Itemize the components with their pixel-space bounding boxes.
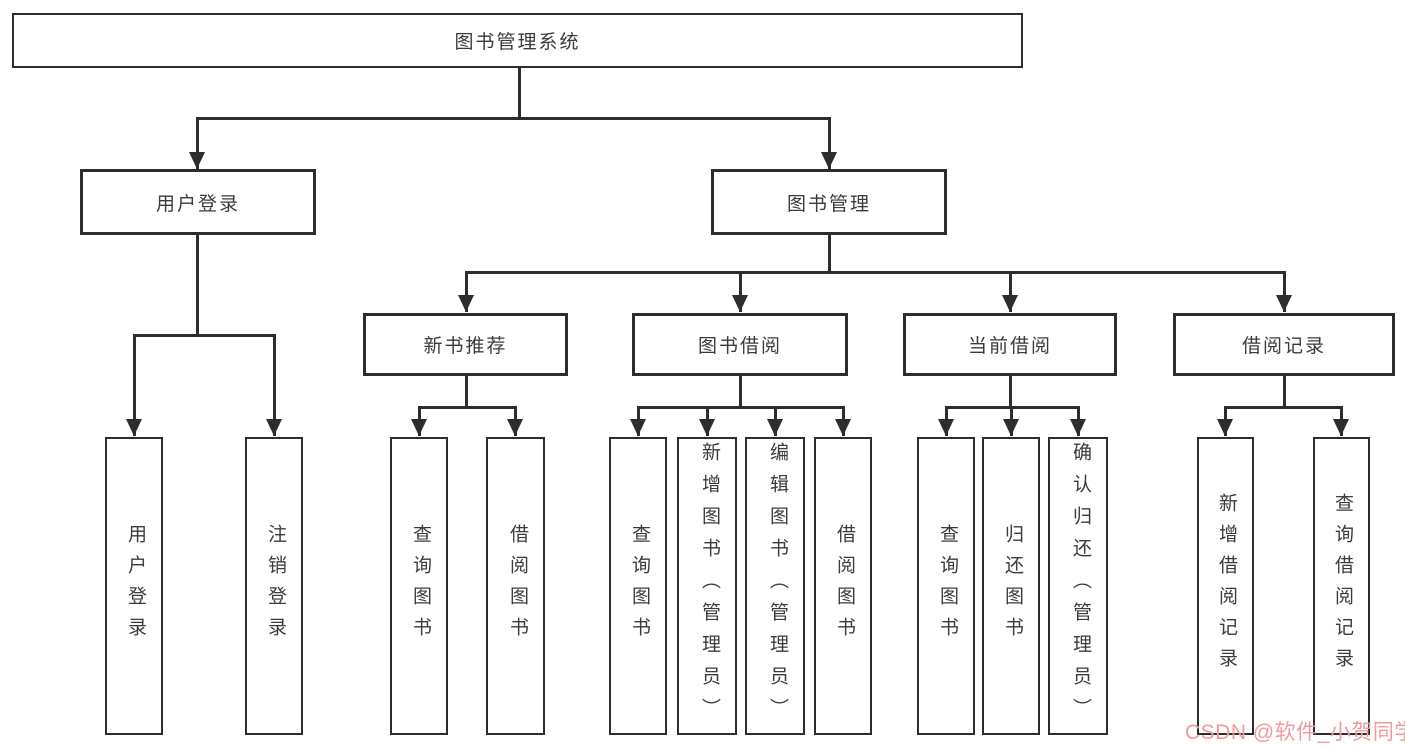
node-root: 图书管理系统 bbox=[12, 13, 1023, 68]
connector-line bbox=[518, 67, 521, 119]
node-leaf-bb-borrow-books: 借阅图书 bbox=[814, 437, 872, 735]
node-leaf-br-query-record: 查询借阅记录 bbox=[1313, 437, 1370, 735]
node-leaf-cb-query-books: 查询图书 bbox=[917, 437, 975, 735]
node-leaf-br-add-record: 新增借阅记录 bbox=[1197, 437, 1254, 735]
connector-line bbox=[945, 406, 1080, 409]
node-leaf-nb-query-books: 查询图书 bbox=[390, 437, 448, 735]
arrow-down-icon bbox=[1333, 419, 1349, 436]
connector-line bbox=[1224, 406, 1342, 409]
arrow-down-icon bbox=[189, 152, 205, 169]
node-leaf-user-login: 用户登录 bbox=[105, 437, 163, 735]
node-new-book-recommend: 新书推荐 bbox=[363, 313, 568, 376]
node-leaf-nb-borrow-books: 借阅图书 bbox=[486, 437, 545, 735]
arrow-down-icon bbox=[732, 295, 748, 312]
node-leaf-bb-query-books: 查询图书 bbox=[609, 437, 667, 735]
connector-line bbox=[828, 234, 831, 273]
node-leaf-logout: 注销登录 bbox=[245, 437, 303, 735]
connector-line bbox=[465, 271, 1285, 274]
connector-line bbox=[133, 334, 275, 337]
node-user-login: 用户登录 bbox=[80, 169, 316, 235]
node-borrow-records: 借阅记录 bbox=[1173, 313, 1395, 376]
arrow-down-icon bbox=[630, 419, 646, 436]
connector-line bbox=[197, 117, 830, 120]
connector-line bbox=[418, 406, 517, 409]
arrow-down-icon bbox=[1003, 419, 1019, 436]
arrow-down-icon bbox=[1002, 295, 1018, 312]
connector-line bbox=[739, 271, 742, 312]
node-leaf-bb-add-books-admin: 新增图书（管理员） bbox=[677, 437, 737, 735]
connector-line bbox=[196, 234, 199, 335]
connector-line bbox=[196, 117, 199, 169]
connector-line bbox=[637, 406, 845, 409]
arrow-down-icon bbox=[835, 419, 851, 436]
arrow-down-icon bbox=[767, 419, 783, 436]
node-book-borrowing: 图书借阅 bbox=[632, 313, 848, 376]
arrow-down-icon bbox=[699, 419, 715, 436]
arrow-down-icon bbox=[1276, 295, 1292, 312]
connector-line bbox=[1283, 271, 1286, 312]
connector-line bbox=[739, 375, 742, 408]
arrow-down-icon bbox=[126, 419, 142, 436]
watermark-text: CSDN @软件_小贺同学 bbox=[1185, 721, 1405, 744]
node-current-borrowing: 当前借阅 bbox=[903, 313, 1117, 376]
connector-line bbox=[828, 117, 831, 169]
node-leaf-cb-return-books: 归还图书 bbox=[982, 437, 1040, 735]
arrow-down-icon bbox=[266, 419, 282, 436]
connector-line bbox=[273, 334, 276, 436]
arrow-down-icon bbox=[458, 295, 474, 312]
arrow-down-icon bbox=[507, 419, 523, 436]
node-leaf-bb-edit-books-admin: 编辑图书（管理员） bbox=[745, 437, 805, 735]
node-book-management: 图书管理 bbox=[711, 169, 947, 235]
arrow-down-icon bbox=[938, 419, 954, 436]
connector-line bbox=[1009, 271, 1012, 312]
connector-line bbox=[465, 271, 468, 312]
connector-line bbox=[1009, 375, 1012, 408]
arrow-down-icon bbox=[411, 419, 427, 436]
connector-line bbox=[133, 334, 136, 436]
arrow-down-icon bbox=[1070, 419, 1086, 436]
arrow-down-icon bbox=[1217, 419, 1233, 436]
node-leaf-cb-confirm-return-admin: 确认归还（管理员） bbox=[1048, 437, 1108, 735]
connector-line bbox=[465, 375, 468, 408]
connector-line bbox=[1283, 376, 1286, 408]
arrow-down-icon bbox=[821, 152, 837, 169]
